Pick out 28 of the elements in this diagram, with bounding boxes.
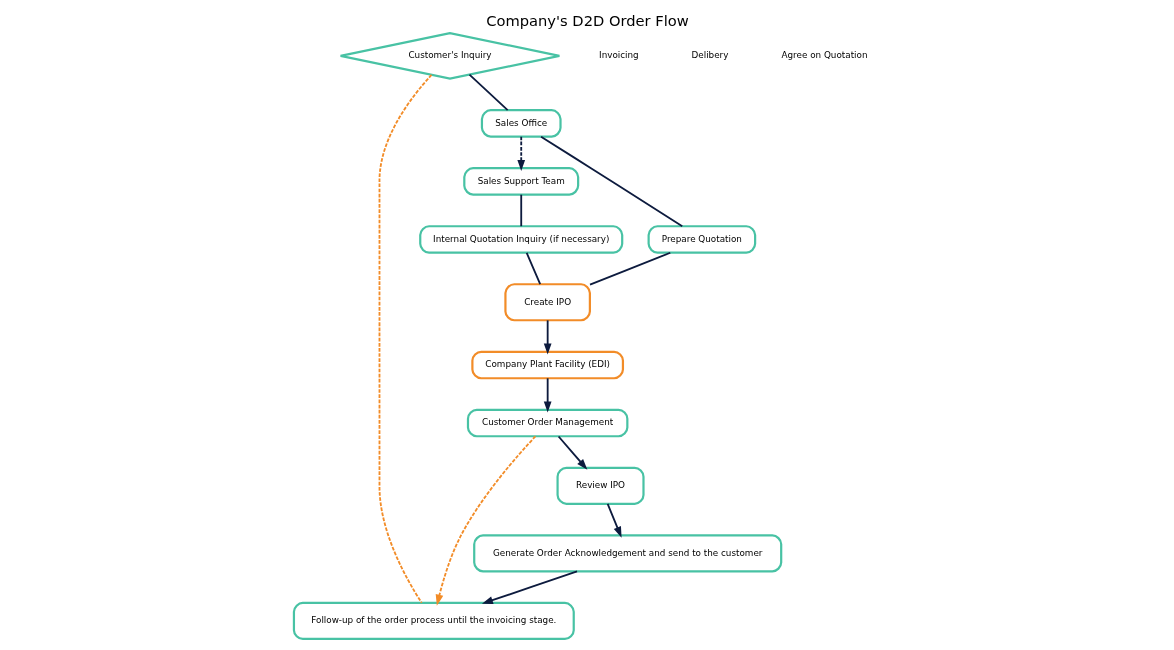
connector: [468, 73, 509, 111]
arrow: [435, 435, 536, 606]
node-box: Company Plant Facility (EDI): [470, 350, 624, 380]
node-box: Internal Quotation Inquiry (if necessary): [418, 225, 623, 254]
connector: [519, 193, 522, 228]
connector: [378, 74, 432, 604]
connector: [588, 251, 671, 286]
node-box: Review IPO: [555, 466, 645, 505]
node-diamond: Customer's Inquiry: [338, 31, 560, 80]
connector: [539, 135, 683, 228]
arrow: [516, 135, 525, 171]
node-box: Follow-up of the order process until the invoicing stage.: [292, 601, 575, 641]
label: Delibery: [691, 50, 728, 61]
arrow: [606, 503, 622, 538]
arrow: [543, 377, 552, 413]
label: Agree on Quotation: [781, 50, 868, 61]
node-box: Sales Office: [480, 109, 562, 138]
node-box: Customer Order Management: [466, 408, 628, 438]
connector: [525, 251, 541, 286]
node-box: Create IPO: [503, 283, 591, 322]
arrow: [543, 319, 552, 355]
arrow: [557, 435, 587, 470]
node-box: Sales Support Team: [462, 167, 579, 196]
node-box: Prepare Quotation: [647, 225, 756, 254]
node-box: Generate Order Acknowledgement and send to the customer: [472, 534, 782, 573]
arrow: [481, 570, 578, 604]
label: Invoicing: [598, 50, 639, 61]
diagram-title: Company's D2D Order Flow: [485, 11, 689, 29]
